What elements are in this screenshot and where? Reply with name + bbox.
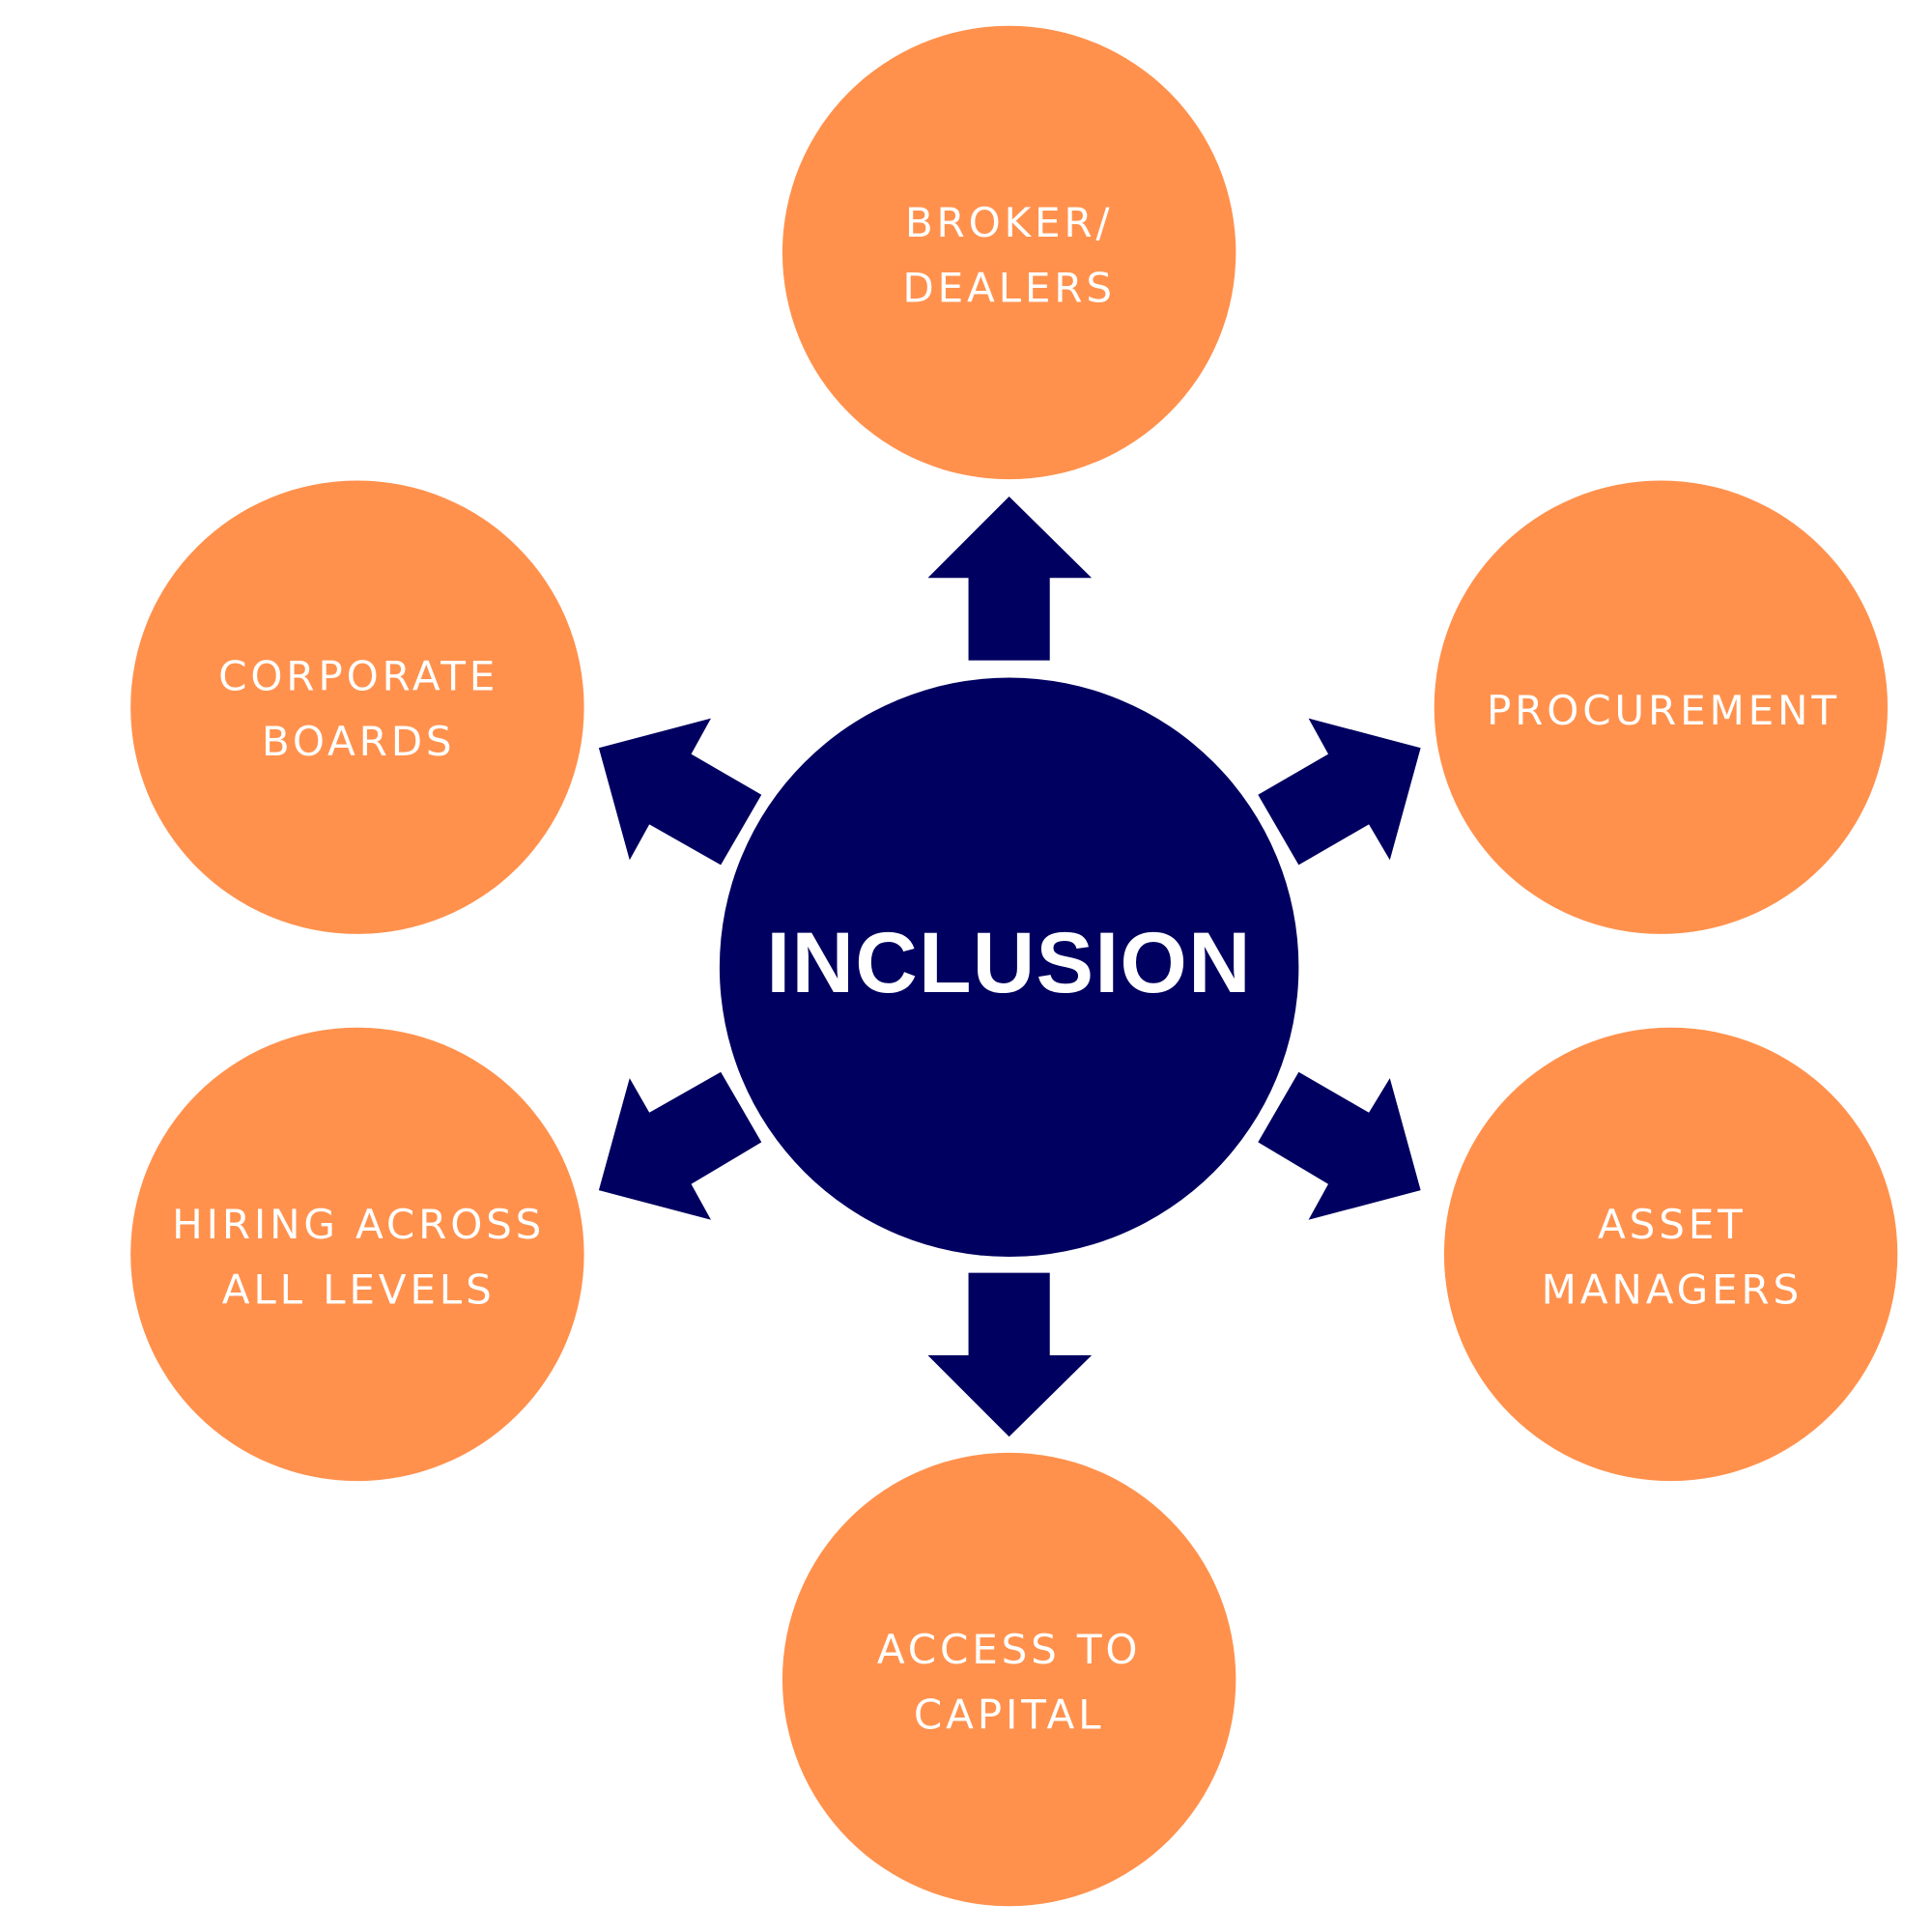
arrow-down bbox=[927, 1272, 1093, 1437]
node-label-line: DEALERS bbox=[902, 265, 1116, 312]
node-hiring: HIRING ACROSS ALL LEVELS bbox=[130, 1027, 584, 1482]
node-label-line: BROKER/ bbox=[905, 199, 1114, 246]
node-access-to-capital: ACCESS TO CAPITAL bbox=[781, 1452, 1236, 1907]
node-label-line: MANAGERS bbox=[1542, 1265, 1803, 1313]
node-corporate-boards: CORPORATE BOARDS bbox=[130, 480, 584, 934]
node-label-line: PROCUREMENT bbox=[1487, 687, 1840, 734]
arrow-upper-right bbox=[1258, 718, 1421, 866]
arrow-lower-left bbox=[598, 1071, 762, 1220]
node-label-line: ACCESS TO bbox=[877, 1626, 1141, 1673]
arrow-lower-right bbox=[1258, 1071, 1421, 1220]
node-asset-managers: ASSET MANAGERS bbox=[1443, 1027, 1898, 1482]
node-label-line: HIRING ACROSS bbox=[172, 1201, 545, 1248]
arrow-up bbox=[927, 497, 1093, 661]
center-label: INCLUSION bbox=[766, 914, 1251, 1010]
node-label-line: ALL LEVELS bbox=[222, 1265, 496, 1313]
node-label-line: CORPORATE bbox=[218, 652, 498, 699]
arrow-upper-left bbox=[598, 718, 762, 866]
node-procurement: PROCUREMENT bbox=[1434, 480, 1889, 934]
center-circle bbox=[719, 677, 1299, 1258]
node-label-line: CAPITAL bbox=[914, 1691, 1104, 1739]
node-broker-dealers: BROKER/ DEALERS bbox=[781, 25, 1236, 480]
node-label-line: ASSET bbox=[1598, 1201, 1747, 1248]
node-label-line: BOARDS bbox=[262, 718, 456, 765]
